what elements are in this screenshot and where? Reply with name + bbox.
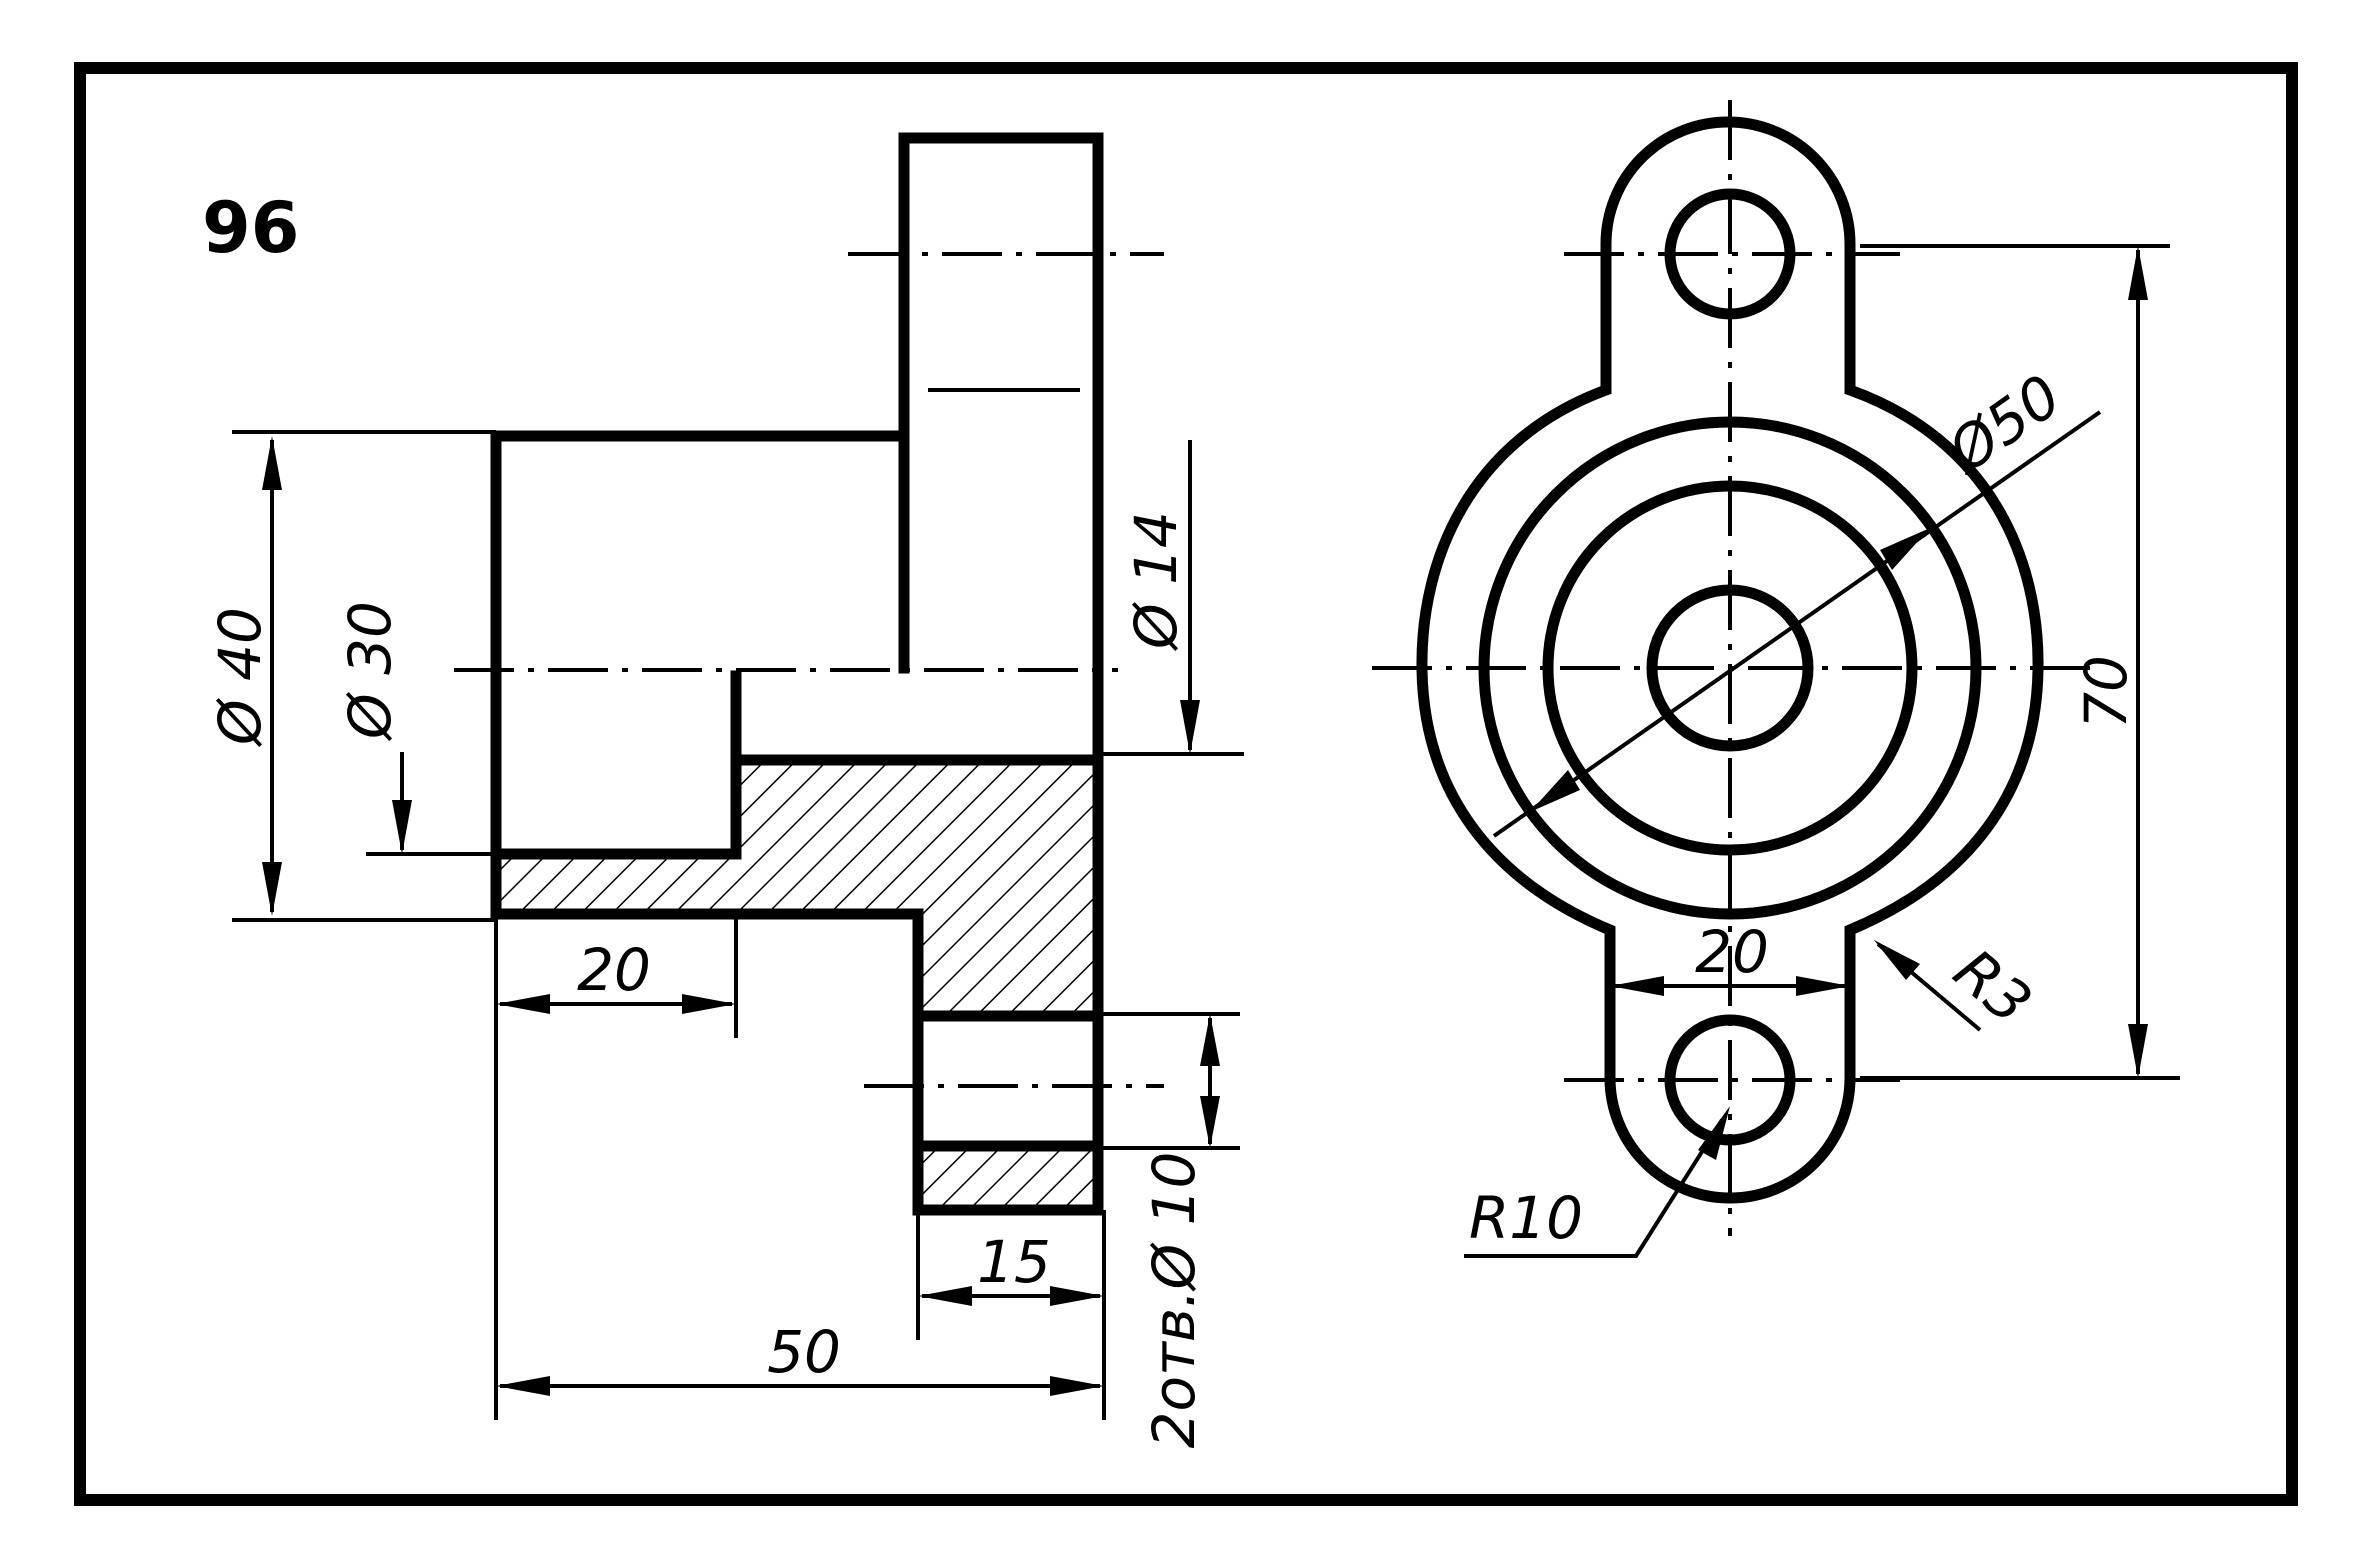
dim-50-arrow-right — [1050, 1376, 1104, 1396]
dim-d40-arrow-bottom — [262, 862, 282, 916]
hatch-hole-section — [918, 1146, 1098, 1210]
dim-r3-arrow — [1874, 940, 1920, 980]
dim-d30-label: Ø 30 — [336, 601, 404, 741]
dim-r10-label: R10 — [1469, 1184, 1583, 1252]
dim-r10-leader — [1464, 1118, 1724, 1258]
dim-d50-label: Ø50 — [1934, 362, 2073, 487]
dim-70-label: 70 — [2072, 655, 2140, 729]
dim-70-arrow-bottom — [2128, 1024, 2148, 1078]
dim-d50-arrow-lower — [1530, 770, 1580, 812]
boss-outline — [490, 430, 1104, 1216]
dim-w20-label: 20 — [1695, 918, 1769, 986]
dim-d14-arrow — [1180, 700, 1200, 754]
dim-r3-label: R3 — [1941, 936, 2044, 1038]
dim-50-label: 50 — [767, 1318, 841, 1386]
dim-d50-arrow-upper — [1880, 528, 1930, 570]
dim-d30-arrow — [392, 800, 412, 854]
dim-holes-arrow-top — [1200, 1014, 1220, 1066]
hatch-bore-wall — [496, 854, 736, 914]
figure-number: 96 — [202, 187, 299, 269]
dim-70-arrow-top — [2128, 246, 2148, 300]
dim-holes-arrow-bottom — [1200, 1096, 1220, 1148]
dim-holes-label: 2отв.Ø 10 — [1140, 1152, 1208, 1449]
side-view: Ø 40 Ø 30 Ø 14 20 15 50 2отв.Ø 10 — [206, 132, 1244, 1449]
dim-w20-arrow-left — [1610, 976, 1664, 996]
hatch-flange-section — [736, 760, 1098, 1016]
flange-upper-outline — [898, 132, 1104, 766]
dim-20-arrow-left — [496, 994, 550, 1014]
flange-outline — [1416, 116, 2044, 1204]
dim-20-label: 20 — [577, 936, 651, 1004]
dim-20-arrow-right — [682, 994, 736, 1014]
dim-d40-label: Ø 40 — [206, 607, 274, 747]
dim-d40-arrow-top — [262, 436, 282, 490]
drawing-frame — [74, 62, 2298, 1506]
dim-50-arrow-left — [496, 1376, 550, 1396]
dim-15-label: 15 — [977, 1228, 1051, 1296]
dim-d14-label: Ø 14 — [1122, 511, 1190, 651]
dim-r10-arrow — [1698, 1106, 1730, 1160]
dim-d50-line — [1492, 410, 2102, 838]
bore-step — [490, 670, 742, 860]
dim-15-arrow-right — [1050, 1286, 1104, 1306]
dim-15-arrow-left — [918, 1286, 972, 1306]
dim-w20-arrow-right — [1796, 976, 1850, 996]
front-view: 70 Ø50 20 R3 R10 — [1372, 100, 2180, 1258]
